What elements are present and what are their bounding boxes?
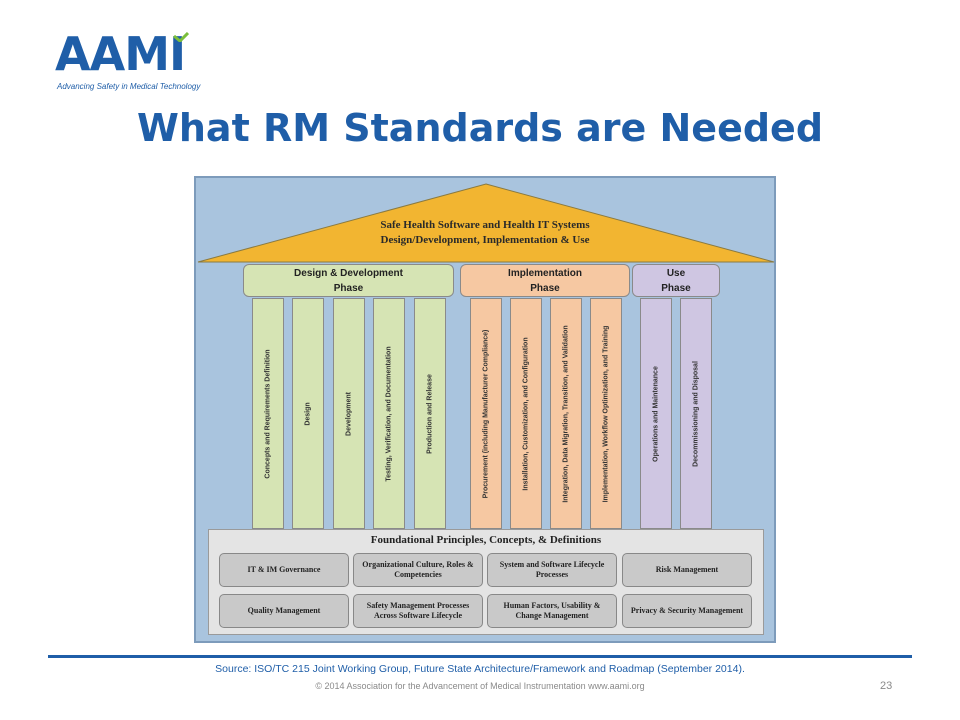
foundation-box: Quality Management — [219, 594, 349, 628]
roof-line-1: Safe Health Software and Health IT Syste… — [380, 219, 590, 231]
phase-label: Design & Development — [294, 268, 403, 279]
phase-label: Implementation — [508, 268, 582, 279]
pillar-implementation: Implementation, Workflow Optimization, a… — [590, 298, 622, 529]
footer-divider — [48, 655, 912, 658]
page-number: 23 — [880, 680, 893, 692]
foundation-box: Privacy & Security Management — [622, 594, 752, 628]
logo-tagline: Advancing Safety in Medical Technology — [57, 82, 201, 91]
pillar-label: Production and Release — [426, 373, 434, 454]
pillar-operations: Operations and Maintenance — [640, 298, 672, 529]
foundation-box: Human Factors, Usability & Change Manage… — [487, 594, 617, 628]
pillar-design: Design — [292, 298, 324, 529]
phase-label: Use — [666, 268, 686, 279]
pillar-testing: Testing, Verification, and Documentation — [373, 298, 405, 529]
pillar-label: Operations and Maintenance — [652, 365, 660, 462]
pillar-installation: Installation, Customization, and Configu… — [510, 298, 542, 529]
phase-use: Use Phase — [632, 264, 720, 297]
pillar-integration: Integration, Data Migration, Transition,… — [550, 298, 582, 529]
pillar-label: Development — [345, 391, 353, 436]
logo-check-icon — [173, 32, 189, 42]
page-title: What RM Standards are Needed — [136, 106, 824, 150]
pillar-label: Concepts and Requirements Definition — [264, 348, 272, 479]
source-citation: Source: ISO/TC 215 Joint Working Group, … — [215, 663, 745, 675]
copyright-text: © 2014 Association for the Advancement o… — [315, 681, 645, 691]
phase-label: Phase — [661, 283, 691, 294]
aami-logo: AAMI Advancing Safety in Medical Technol… — [55, 30, 205, 102]
pillar-label: Design — [304, 401, 312, 426]
pillar-production-release: Production and Release — [414, 298, 446, 529]
pillar-label: Implementation, Workflow Optimization, a… — [602, 325, 610, 502]
roof-shape — [197, 183, 775, 263]
foundation-box: IT & IM Governance — [219, 553, 349, 587]
foundation-box: Safety Management Processes Across Softw… — [353, 594, 483, 628]
pillar-concepts-requirements: Concepts and Requirements Definition — [252, 298, 284, 529]
phase-implementation: Implementation Phase — [460, 264, 630, 297]
pillar-label: Decommissioning and Disposal — [692, 360, 700, 467]
pillar-label: Integration, Data Migration, Transition,… — [562, 324, 570, 503]
pillar-label: Installation, Customization, and Configu… — [522, 336, 530, 491]
pillar-label: Testing, Verification, and Documentation — [385, 345, 393, 482]
foundation-box: Organizational Culture, Roles & Competen… — [353, 553, 483, 587]
pillar-label: Procurement (including Manufacturer Comp… — [482, 329, 490, 498]
phase-label: Phase — [530, 283, 560, 294]
phase-design-development: Design & Development Phase — [243, 264, 454, 297]
pillar-procurement: Procurement (including Manufacturer Comp… — [470, 298, 502, 529]
pillar-development: Development — [333, 298, 365, 529]
pillar-decommissioning: Decommissioning and Disposal — [680, 298, 712, 529]
roof-label: Safe Health Software and Health IT Syste… — [300, 218, 670, 248]
foundation-box: System and Software Lifecycle Processes — [487, 553, 617, 587]
logo-wordmark: AAMI — [55, 27, 186, 81]
foundation-title: Foundational Principles, Concepts, & Def… — [370, 534, 602, 546]
foundation-box: Risk Management — [622, 553, 752, 587]
roof-line-2: Design/Development, Implementation & Use — [380, 234, 590, 246]
phase-label: Phase — [333, 283, 364, 294]
